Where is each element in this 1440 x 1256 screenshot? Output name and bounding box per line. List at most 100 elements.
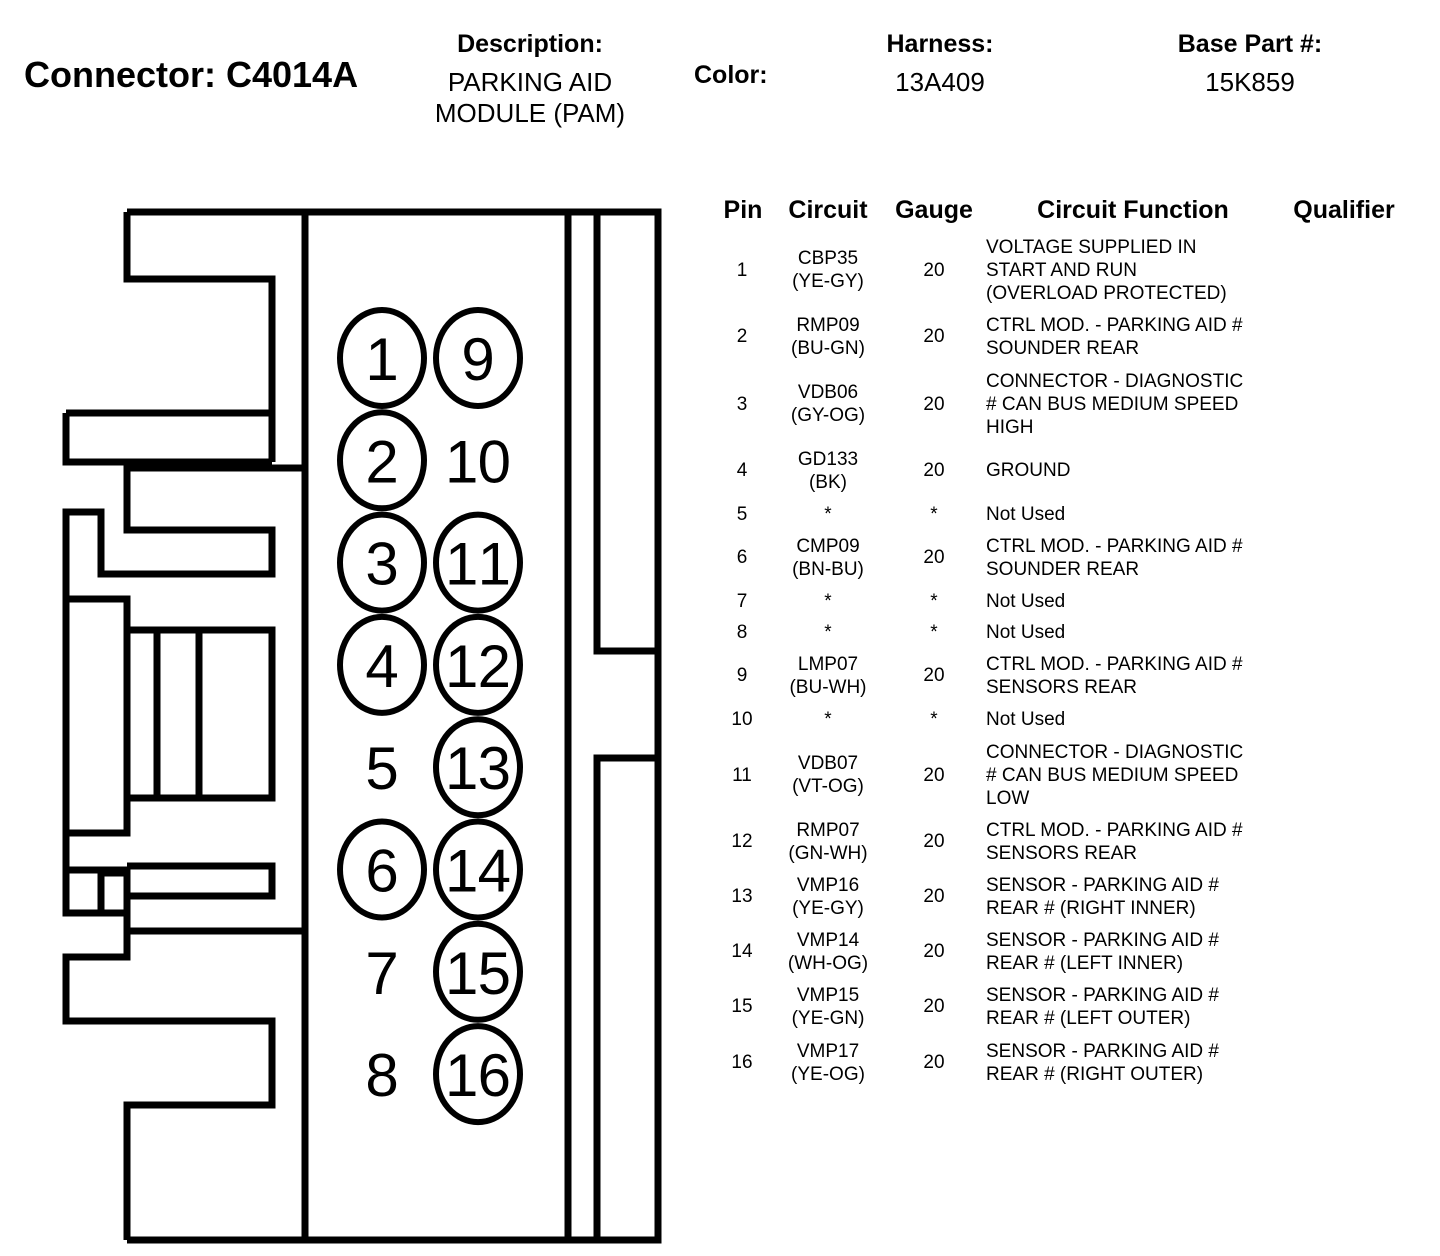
- circuit-cell-text: VDB06 (GY-OG): [790, 382, 866, 426]
- housing-lower-left-outline: [62, 862, 276, 1240]
- circuit-function-cell: CONNECTOR - DIAGNOSTIC # CAN BUS MEDIUM …: [986, 368, 1306, 440]
- pin-cavity-circle: [337, 511, 427, 614]
- connector-pin: 8: [365, 1042, 398, 1109]
- pin-number: 4: [365, 633, 398, 700]
- gauge-cell-text: 20: [923, 996, 945, 1017]
- table-row: 9 LMP07 (BU-WH) 20 CTRL MOD. - PARKING AID …: [700, 652, 1400, 699]
- gauge-cell: 20: [904, 818, 964, 865]
- circuit-function-cell: Not Used: [986, 707, 1306, 731]
- pin-cell: 4: [720, 447, 764, 494]
- circuit-function-cell: Not Used: [986, 620, 1306, 644]
- pin-cavity-circle: [337, 613, 427, 716]
- column-header-pin: Pin: [723, 196, 763, 224]
- circuit-function-cell-text: SENSOR - PARKING AID # REAR # (LEFT INNE…: [986, 929, 1219, 974]
- circuit-cell-text: CBP35 (YE-GY): [792, 248, 864, 292]
- pin-cell: 10: [720, 707, 764, 731]
- pin-number: 2: [365, 428, 398, 495]
- circuit-cell-text: GD133 (BK): [797, 448, 859, 493]
- circuit-cell: CMP09 (BN-BU): [770, 534, 886, 581]
- pin-cell-text: 2: [736, 326, 748, 347]
- pin-cell: 9: [720, 652, 764, 699]
- circuit-cell-text: RMP07 (GN-WH): [788, 819, 868, 864]
- pin-cell: 5: [720, 502, 764, 526]
- gauge-cell-text: 20: [923, 941, 945, 962]
- gauge-cell-text: 20: [923, 326, 945, 347]
- pin-cavity-circle: [433, 818, 523, 921]
- pin-cell-text: 6: [736, 547, 748, 568]
- column-header-circuit: Circuit: [788, 196, 868, 224]
- circuit-function-cell: CONNECTOR - DIAGNOSTIC # CAN BUS MEDIUM …: [986, 739, 1306, 811]
- circuit-function-cell: Not Used: [986, 589, 1306, 613]
- pin-cell: 13: [720, 873, 764, 920]
- circuit-cell-text: RMP09 (BU-GN): [791, 314, 865, 359]
- harness-label: Harness:: [886, 30, 994, 58]
- pin-cell: 14: [720, 928, 764, 975]
- qualifier-cell: [1290, 620, 1400, 644]
- qualifier-cell: [1290, 1039, 1400, 1086]
- gauge-cell: 20: [904, 368, 964, 440]
- pin-number: 16: [445, 1042, 511, 1109]
- connector-pin: 4: [337, 613, 427, 716]
- pin-cell: 12: [720, 818, 764, 865]
- circuit-cell: RMP07 (GN-WH): [770, 818, 886, 865]
- pin-number: 5: [365, 735, 398, 802]
- circuit-cell-text: VMP17 (YE-OG): [791, 1040, 865, 1085]
- pin-number: 9: [461, 326, 494, 393]
- pin-cell-text: 1: [736, 259, 748, 281]
- gauge-cell-text: *: [930, 621, 938, 643]
- circuit-cell: VMP17 (YE-OG): [770, 1039, 886, 1086]
- circuit-cell-text: *: [824, 590, 832, 612]
- pin-cavity-circle: [337, 818, 427, 921]
- qualifier-cell: [1290, 928, 1400, 975]
- gauge-cell: 20: [904, 234, 964, 306]
- circuit-cell: *: [770, 502, 886, 526]
- gauge-cell: 20: [904, 873, 964, 920]
- gauge-cell-text: 20: [923, 393, 945, 415]
- connector-housing: [62, 208, 662, 1244]
- connector-pin: 13: [433, 716, 523, 819]
- circuit-function-cell: SENSOR - PARKING AID # REAR # (RIGHT INN…: [986, 873, 1306, 920]
- gauge-cell: 20: [904, 652, 964, 699]
- connector-pin: 3: [337, 511, 427, 614]
- circuit-function-cell: GROUND: [986, 447, 1306, 494]
- qualifier-cell: [1290, 313, 1400, 360]
- description-label: Description:: [457, 30, 603, 58]
- column-header-circuit-function: Circuit Function: [1037, 196, 1229, 224]
- circuit-function-cell-text: Not Used: [986, 621, 1066, 643]
- circuit-cell-text: LMP07 (BU-WH): [789, 653, 867, 698]
- qualifier-cell: [1290, 447, 1400, 494]
- pin-number: 12: [445, 633, 511, 700]
- qualifier-cell: [1290, 818, 1400, 865]
- pin-number: 6: [365, 838, 398, 905]
- pin-cell-text: 16: [731, 1052, 753, 1073]
- gauge-cell-text: 20: [923, 1052, 945, 1073]
- pin-cell-text: 13: [731, 886, 753, 907]
- pin-number: 1: [365, 326, 398, 393]
- pin-cavity-circle: [337, 409, 427, 512]
- gauge-cell-text: 20: [923, 547, 945, 568]
- qualifier-cell: [1290, 589, 1400, 613]
- circuit-cell: *: [770, 707, 886, 731]
- connector-pin: 12: [433, 613, 523, 716]
- gauge-cell-text: 20: [923, 886, 945, 907]
- connector-pin: 15: [433, 920, 523, 1023]
- gauge-cell: 20: [904, 313, 964, 360]
- circuit-cell-text: *: [824, 503, 832, 525]
- circuit-cell: VMP15 (YE-GN): [770, 983, 886, 1030]
- pin-cell: 6: [720, 534, 764, 581]
- pin-number: 15: [445, 940, 511, 1007]
- pin-cell-text: 7: [736, 590, 748, 612]
- circuit-function-cell: CTRL MOD. - PARKING AID # SENSORS REAR: [986, 818, 1306, 865]
- circuit-function-cell-text: CTRL MOD. - PARKING AID # SENSORS REAR: [986, 653, 1243, 698]
- connector-pin: 14: [433, 818, 523, 921]
- qualifier-cell: [1290, 534, 1400, 581]
- gauge-cell-text: 20: [923, 259, 945, 281]
- pin-cavity-circle: [433, 1023, 523, 1126]
- circuit-cell: VDB06 (GY-OG): [770, 368, 886, 440]
- connector-pin: 6: [337, 818, 427, 921]
- housing-top-left-notch: [123, 212, 276, 462]
